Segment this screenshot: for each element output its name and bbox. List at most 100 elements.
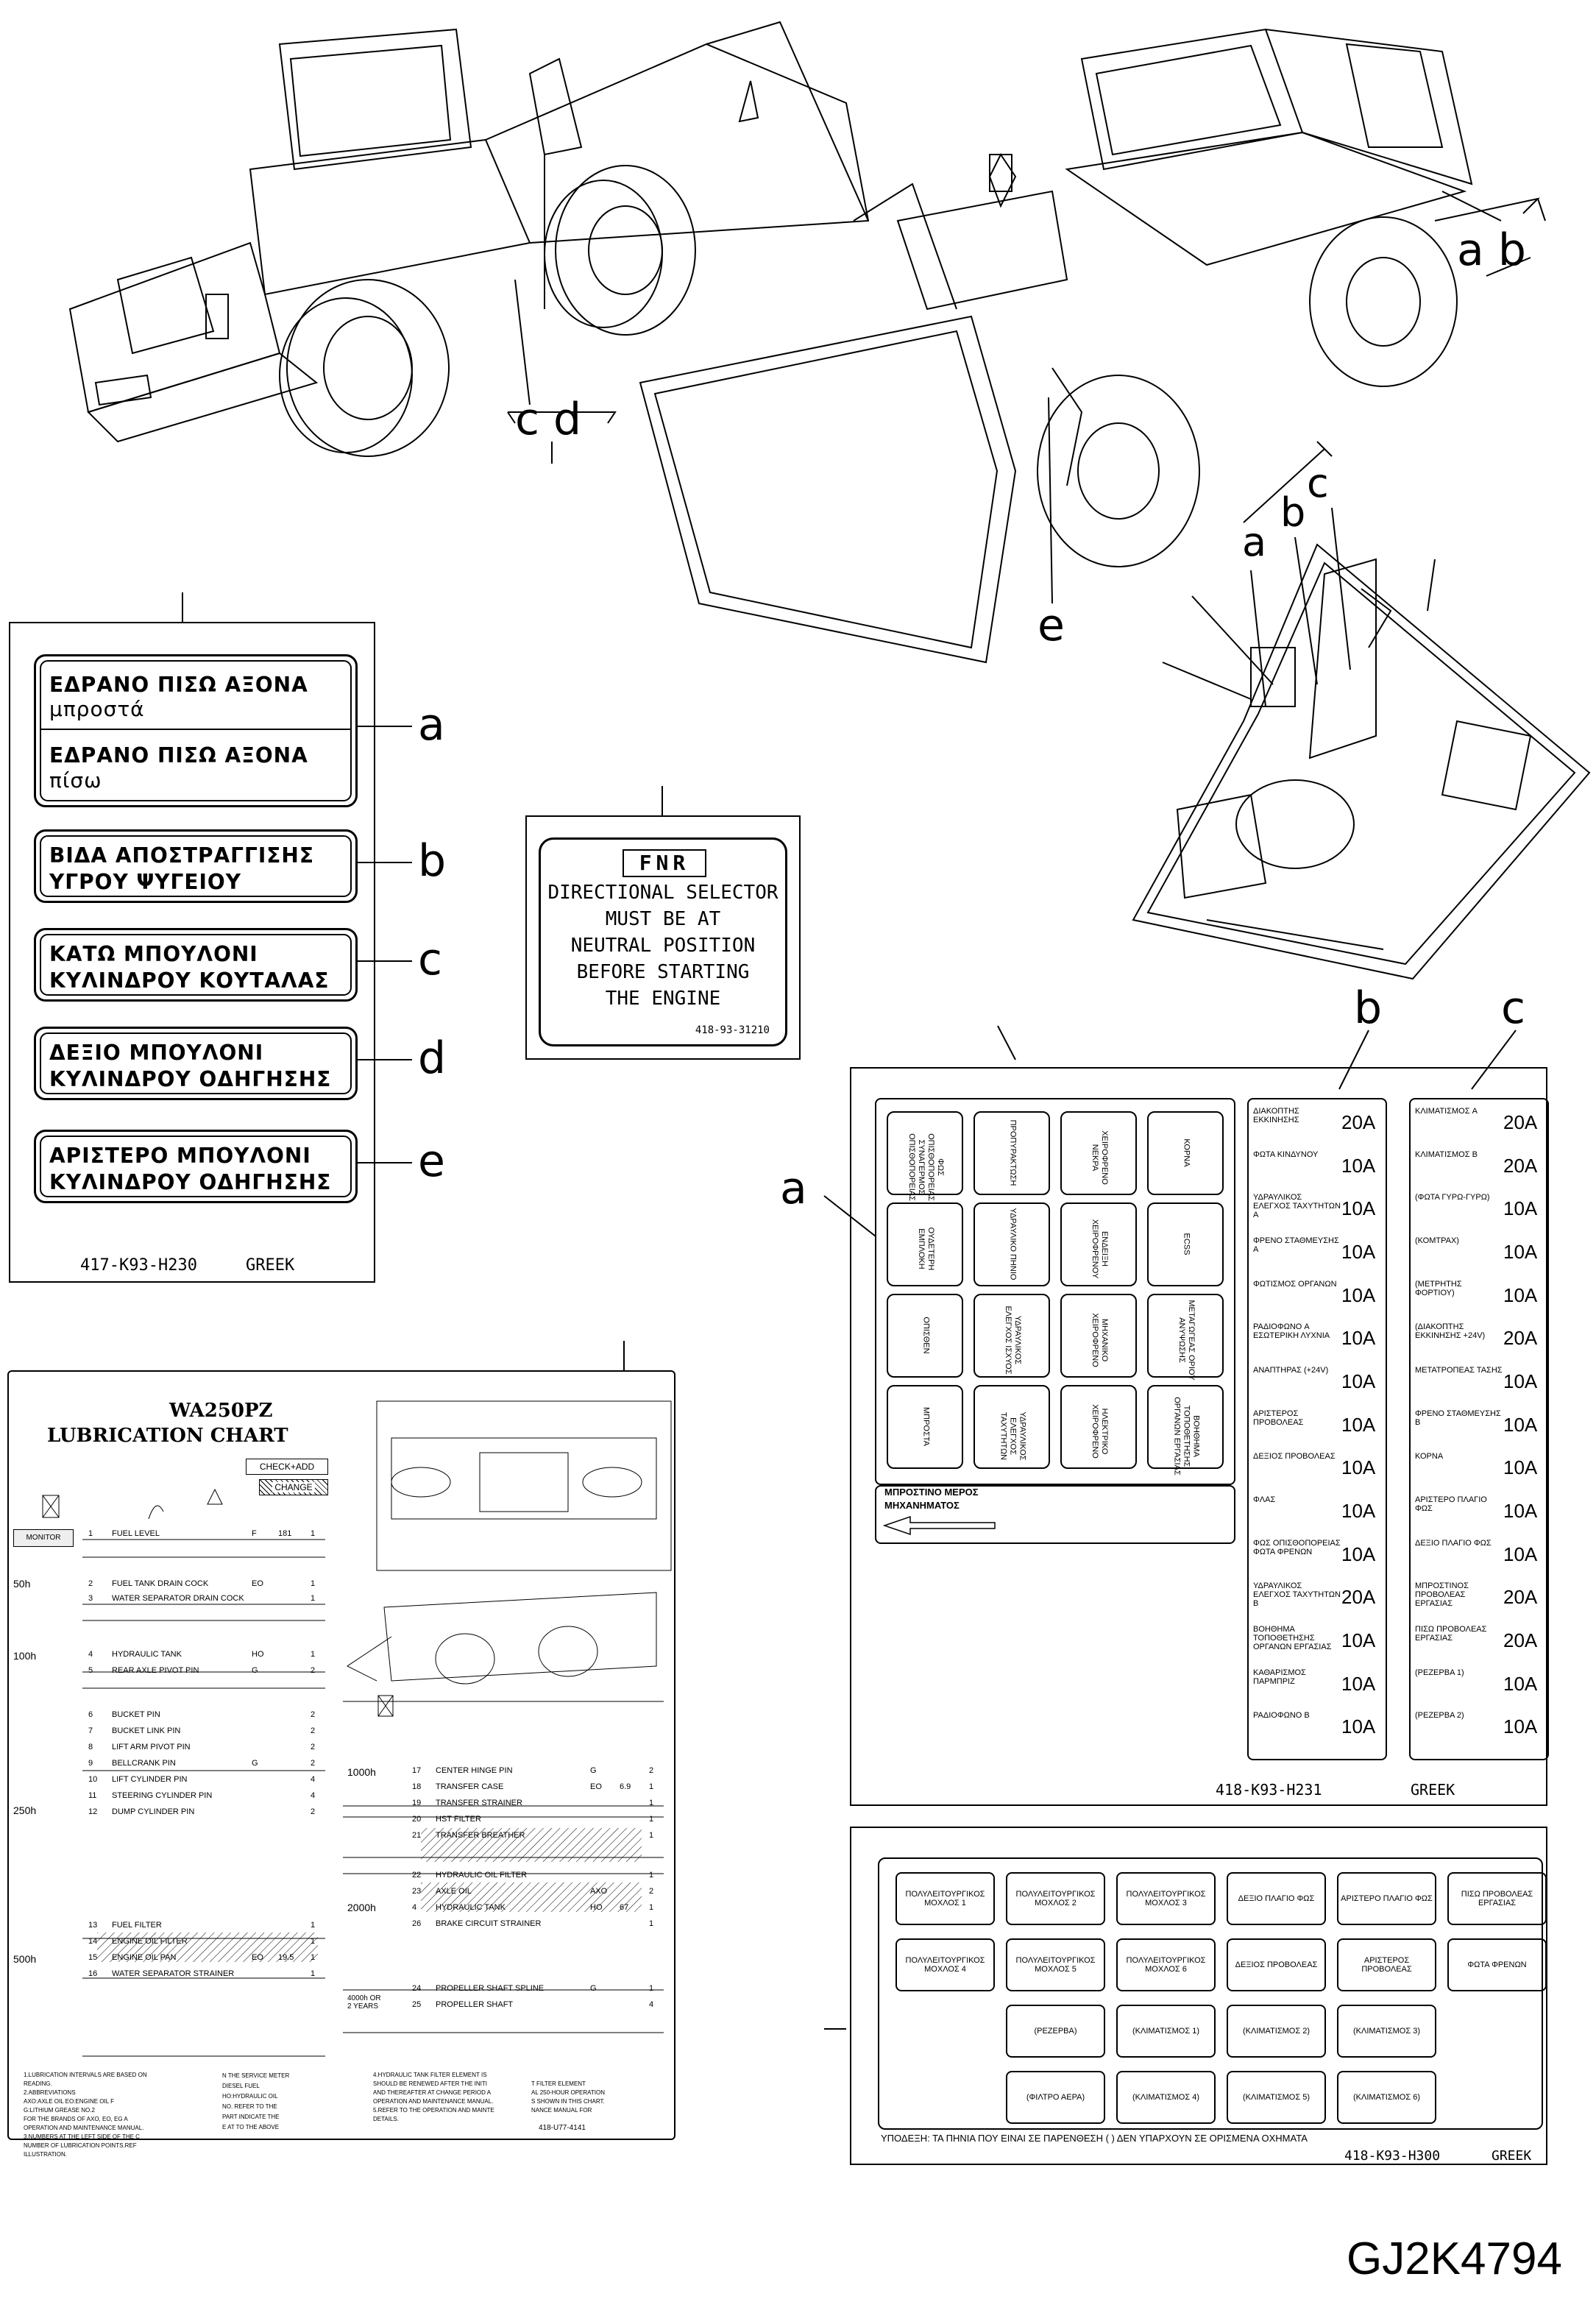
label-a1-line1: ΕΔΡΑΝΟ ΠΙΣΩ ΑΞΟΝΑ [49, 673, 308, 697]
callout-cd: c d [515, 394, 581, 445]
fuse-c-row-11-amp: 20A [1503, 1586, 1538, 1609]
lube-row-left-9-code: G [252, 1759, 258, 1768]
relay-cell-2-label: ΧΕΙΡΟΦΡΕΝΟ ΝΕΚΡΑ [1090, 1130, 1109, 1185]
lube-note-right2-3: NANCE MANUAL FOR [531, 2107, 592, 2114]
label-c-line1: ΚΑΤΩ ΜΠΟΥΛΟΝΙ [49, 942, 258, 966]
label-a2-line1: ΕΔΡΑΝΟ ΠΙΣΩ ΑΞΟΝΑ [49, 743, 308, 768]
relay-box-r3-3: (ΚΛΙΜΑΤΙΣΜΟΣ 3) [1337, 2005, 1436, 2058]
front-label-box [875, 1485, 1235, 1544]
fnr-line1: DIRECTIONAL SELECTOR [547, 882, 779, 904]
fuse-c-row-8-name: ΚΟΡΝΑ [1415, 1452, 1444, 1462]
lube-row-right-23-num: 23 [412, 1887, 422, 1896]
lube-note-6: OPERATION AND MAINTENANCE MANUAL. [24, 2125, 144, 2131]
relay-cell-7-label: ECSS [1182, 1233, 1191, 1255]
fnr-code: 418-93-31210 [695, 1024, 770, 1036]
lube-row-right-24-item: PROPELLER SHAFT SPLINE [436, 1984, 545, 1993]
relay-code: 418-K93-H300 [1344, 2148, 1441, 2164]
relay-cell-14: ΗΛΕΚΤΡΙΚΟ ΧΕΙΡΟΦΡΕΝΟ [1060, 1385, 1137, 1469]
lube-row-left-11-item: STEERING CYLINDER PIN [112, 1791, 213, 1800]
fuse-b-row-3-amp: 10A [1341, 1241, 1376, 1263]
label-d-line2: ΚΥΛΙΝΔΡΟΥ ΟΔΗΓΗΣΗΣ [49, 1067, 332, 1091]
relay-cell-4: ΟΥΔΕΤΕΡΗ ΕΜΠΛΟΚΗ [887, 1202, 963, 1286]
lube-row-right-23-item: AXLE OIL [436, 1887, 472, 1896]
lube-note-mid-4: PART INDICATE THE [222, 2114, 280, 2120]
lube-row-right-21-item: TRANSFER BREATHER [436, 1831, 525, 1840]
fuse-c-row-11-name: ΜΠΡΟΣΤΙΝΟΣ ΠΡΟΒΟΛΕΑΣ ΕΡΓΑΣΙΑΣ [1415, 1581, 1469, 1609]
lube-note-right2-2: S SHOWN IN THIS CHART. [531, 2098, 605, 2105]
lube-row-left-10-num: 10 [88, 1775, 98, 1784]
relay-box-r2-5: ΦΩΤΑ ΦΡΕΝΩΝ [1447, 1938, 1547, 1991]
fuse-c-row-9-name: ΑΡΙΣΤΕΡΟ ΠΛΑΓΙΟ ΦΩΣ [1415, 1495, 1487, 1513]
fuse-b-row-0-amp: 20A [1341, 1111, 1376, 1133]
lube-row-right-19-points: 1 [649, 1799, 654, 1807]
greek-label-sheet: ΕΔΡΑΝΟ ΠΙΣΩ ΑΞΟΝΑ μπροστά ΕΔΡΑΝΟ ΠΙΣΩ ΑΞ… [9, 622, 375, 1283]
fuse-c-row-9-amp: 10A [1503, 1500, 1538, 1522]
lube-row-right-19-item: TRANSFER STRAINER [436, 1799, 522, 1807]
lube-row-right-18-code: EO [590, 1782, 602, 1791]
lube-row-right-22-num: 22 [412, 1871, 422, 1880]
fuse-lang: GREEK [1411, 1781, 1455, 1799]
lube-row-left-14-item: ENGINE OIL FILTER [112, 1937, 188, 1946]
callout-cab-c: c [1307, 460, 1329, 506]
interval-1000h: 1000h [347, 1766, 376, 1778]
fnr-badge: FNR [623, 849, 706, 877]
fuse-b-row-12-amp: 10A [1341, 1629, 1376, 1651]
lube-row-right-20-points: 1 [649, 1815, 654, 1824]
lube-row-left-10-item: LIFT CYLINDER PIN [112, 1775, 188, 1784]
lube-note-mid-1: DIESEL FUEL [222, 2083, 260, 2089]
fuse-b-row-6-amp: 10A [1341, 1370, 1376, 1392]
lube-row-left-1-code: F [252, 1529, 257, 1538]
interval-2000h: 2000h [347, 1902, 376, 1913]
fuse-b-row-12-name: ΒΟΗΘΗΜΑ ΤΟΠΟΘΕΤΗΣΗΣ ΟΡΓΑΝΩΝ ΕΡΓΑΣΙΑΣ [1253, 1625, 1332, 1651]
relay-cell-8: ΟΠΙΣΘΕΝ [887, 1294, 963, 1378]
fuse-b-row-13-name: ΚΑΘΑΡΙΣΜΟΣ ΠΑΡΜΠΡΙΖ [1253, 1668, 1306, 1686]
lube-row-left-13-points: 1 [311, 1921, 316, 1930]
lube-row-right-25-num: 25 [412, 2000, 422, 2009]
lube-row-left-4-points: 1 [311, 1650, 316, 1659]
front-arrow-icon [882, 1515, 996, 1536]
lube-row-right-20-item: HST FILTER [436, 1815, 481, 1824]
relay-cell-9: ΥΔΡΑΥΛΙΚΟΣ ΕΛΕΓΧΟΣ ΙΣΧΥΟΣ [973, 1294, 1050, 1378]
lube-row-left-6-num: 6 [88, 1710, 93, 1719]
lube-row-left-5-points: 2 [311, 1666, 316, 1675]
lube-code: 418-U77-4141 [539, 2124, 586, 2132]
lube-table-lines [42, 1400, 672, 2057]
lube-row-left-1-qty: 181 [278, 1529, 292, 1538]
fuse-c-row-14-name: (ΡΕΖΕΡΒΑ 2) [1415, 1711, 1464, 1721]
relay-cell-3-label: ΚΟΡΝΑ [1182, 1138, 1191, 1167]
relay-box-r3-2: (ΚΛΙΜΑΤΙΣΜΟΣ 2) [1227, 2005, 1326, 2058]
relay-box-r1-0: ΠΟΛΥΛΕΙΤΟΥΡΓΙΚΟΣ ΜΟΧΛΟΣ 1 [895, 1872, 995, 1925]
relay-cell-11-label: ΜΕΤΑΓΩΓΕΑΣ ΟΡΙΟΥ ΑΝΥΨΩΣΗΣ [1177, 1300, 1196, 1381]
fuse-c-row-1-amp: 20A [1503, 1154, 1538, 1177]
lube-row-left-14-points: 1 [311, 1937, 316, 1946]
lube-row-left-15-item: ENGINE OIL PAN [112, 1953, 177, 1962]
relay-cell-7: ECSS [1147, 1202, 1224, 1286]
front-label-2: ΜΗΧΑΝΗΜΑΤΟΣ [884, 1500, 960, 1511]
fuse-c-row-10-name: ΔΕΞΙΟ ΠΛΑΓΙΟ ΦΩΣ [1415, 1538, 1492, 1548]
relay-panel-frame [878, 1857, 1543, 2130]
lube-note-right2-0: T FILTER ELEMENT [531, 2080, 586, 2087]
lube-row-left-16-num: 16 [88, 1969, 98, 1978]
lube-row-left-3-num: 3 [88, 1594, 93, 1603]
fuse-c-row-7-amp: 10A [1503, 1413, 1538, 1436]
lube-row-right-23-points: 2 [649, 1887, 654, 1896]
lube-row-left-11-num: 11 [88, 1791, 97, 1800]
lube-row-left-2-num: 2 [88, 1579, 93, 1588]
relay-box-r3-1: (ΚΛΙΜΑΤΙΣΜΟΣ 1) [1116, 2005, 1216, 2058]
relay-cell-5-label: ΥΔΡΑΥΛΙΚΟ ΠΗΝΙΟ [1008, 1208, 1018, 1280]
lube-row-right-17-num: 17 [412, 1766, 422, 1775]
lube-note-9: ILLUSTRATION. [24, 2151, 67, 2158]
lube-row-left-15-code: EO [252, 1953, 263, 1962]
lube-row-left-1-item: FUEL LEVEL [112, 1529, 160, 1538]
label-e: ΑΡΙΣΤΕΡΟ ΜΠΟΥΛΟΝΙ ΚΥΛΙΝΔΡΟΥ ΟΔΗΓΗΣΗΣ [34, 1130, 358, 1203]
fuse-b-row-10-amp: 10A [1341, 1542, 1376, 1565]
lube-row-right-26-points: 1 [649, 1919, 654, 1928]
lube-row-right-18-points: 1 [649, 1782, 654, 1791]
relay-cell-4-label: ΟΥΔΕΤΕΡΗ ΕΜΠΛΟΚΗ [917, 1227, 935, 1271]
